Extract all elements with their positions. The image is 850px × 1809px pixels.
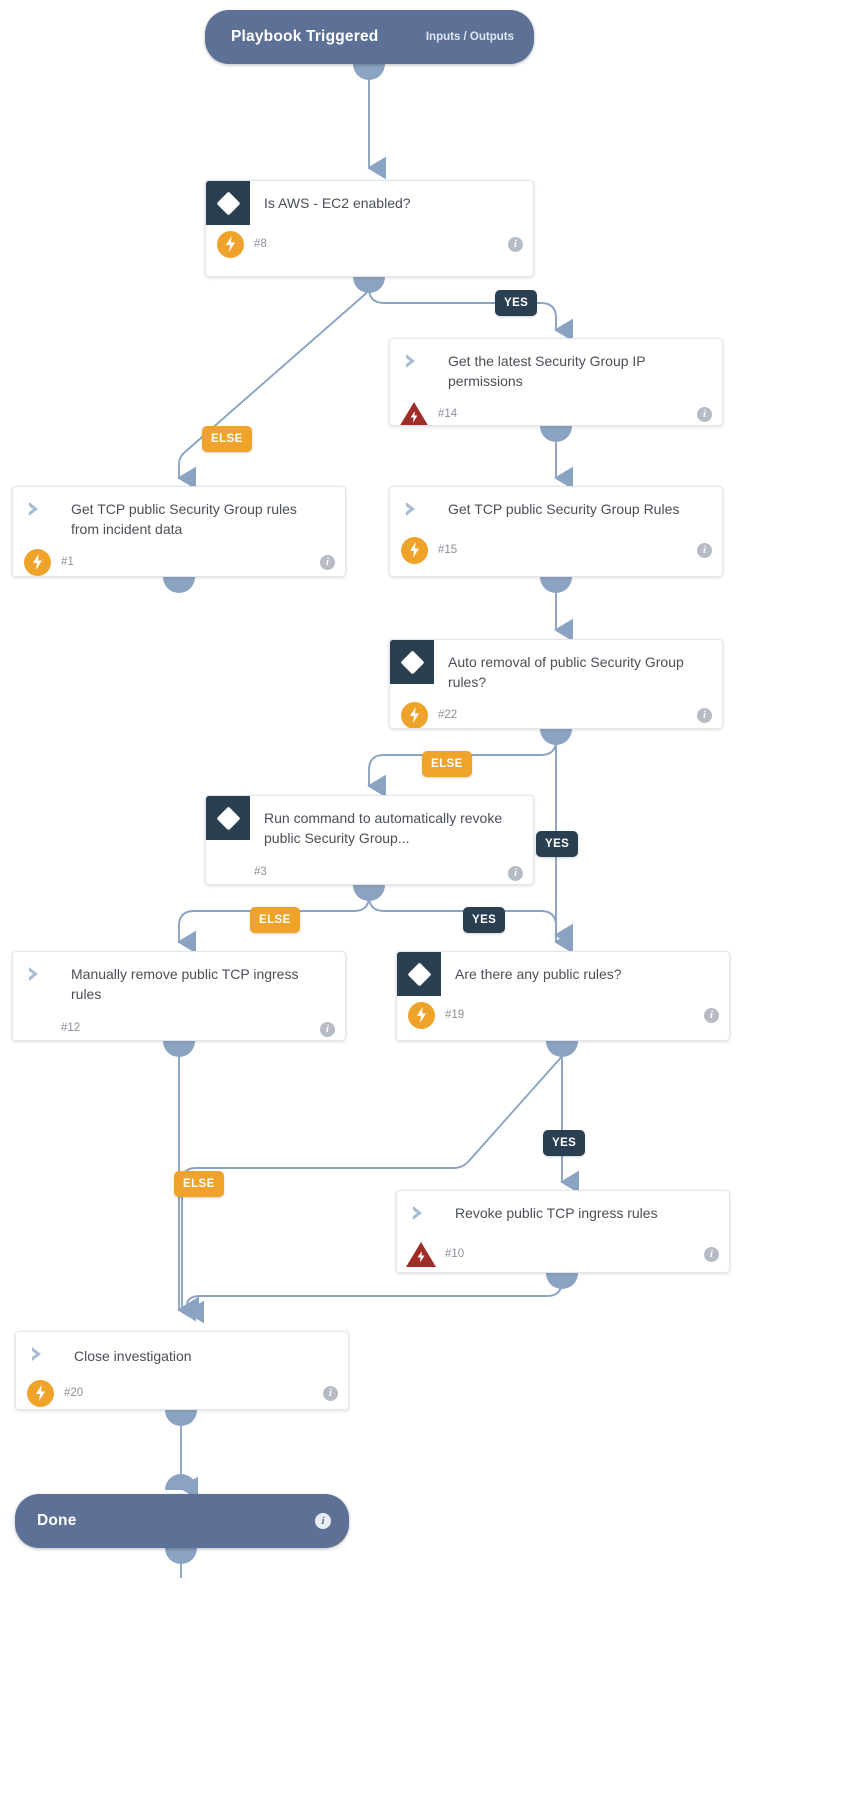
info-icon[interactable]: i [320,555,335,570]
task-chevron-icon [13,952,57,996]
node-close-investigation[interactable]: Close investigation #20 i [15,1331,349,1410]
bolt-circle-icon [16,1379,64,1407]
end-node-title: Done [37,1512,77,1529]
node-is-aws-ec2-enabled[interactable]: Is AWS - EC2 enabled? #8 i [205,180,534,277]
node-get-latest-security-group-ip-permissions[interactable]: Get the latest Security Group IP permiss… [389,338,723,426]
node-number: #1 [61,556,74,568]
edge-label-yes-1[interactable]: YES [495,290,538,316]
condition-icon [390,640,434,684]
info-icon[interactable]: i [508,237,523,252]
task-chevron-icon [13,487,57,531]
node-title: Get TCP public Security Group Rules [448,501,680,517]
bolt-circle-icon [397,1001,445,1029]
node-number: #19 [445,1009,465,1021]
node-auto-removal-of-public-sg-rules[interactable]: Auto removal of public Security Group ru… [389,639,723,729]
bolt-triangle-icon [397,1241,445,1267]
task-chevron-icon [390,339,434,383]
node-title: Get the latest Security Group IP permiss… [448,353,646,389]
node-manually-remove-public-tcp-ingress[interactable]: Manually remove public TCP ingress rules… [12,951,346,1041]
edge-label-yes-4[interactable]: YES [543,1130,586,1156]
node-title: Are there any public rules? [455,966,622,982]
info-icon[interactable]: i [323,1386,338,1401]
start-node[interactable]: Playbook Triggered Inputs / Outputs [205,10,534,64]
node-title: Revoke public TCP ingress rules [455,1205,658,1221]
task-chevron-icon [397,1191,441,1235]
info-icon[interactable]: i [697,708,712,723]
node-get-tcp-public-sg-rules[interactable]: Get TCP public Security Group Rules #15 … [389,486,723,577]
end-node[interactable]: Done i [15,1494,349,1548]
info-icon[interactable]: i [704,1008,719,1023]
node-title: Close investigation [74,1348,192,1364]
node-number: #22 [438,709,458,721]
bolt-circle-icon [390,701,438,728]
info-icon[interactable]: i [697,543,712,558]
bolt-circle-icon [13,548,61,576]
edge-label-yes-3[interactable]: YES [463,907,506,933]
node-number: #12 [61,1022,81,1034]
info-icon[interactable]: i [320,1022,335,1037]
node-are-there-any-public-rules[interactable]: Are there any public rules? #19 i [396,951,730,1041]
node-title: Run command to automatically revoke publ… [264,810,503,846]
bolt-circle-icon [390,536,438,564]
node-number: #20 [64,1387,84,1399]
end-node-info[interactable]: i [315,1513,331,1529]
node-number: #8 [254,238,267,250]
node-number: #15 [438,544,458,556]
edge-label-else-2[interactable]: ELSE [422,751,472,777]
bolt-triangle-icon [390,401,438,425]
node-number: #10 [445,1248,465,1260]
start-node-inputs-outputs[interactable]: Inputs / Outputs [425,31,514,43]
task-chevron-icon [16,1332,60,1376]
node-title: Is AWS - EC2 enabled? [264,195,411,211]
bolt-circle-icon [206,230,254,258]
node-number: #3 [254,866,267,878]
edge-label-else-3[interactable]: ELSE [250,907,300,933]
node-title: Get TCP public Security Group rules from… [71,501,297,537]
task-chevron-icon [390,487,434,531]
edge-label-else-1[interactable]: ELSE [202,426,252,452]
node-run-command-auto-revoke-public-sg[interactable]: Run command to automatically revoke publ… [205,795,534,885]
condition-icon [397,952,441,996]
info-icon[interactable]: i [704,1247,719,1262]
node-title: Auto removal of public Security Group ru… [448,654,684,690]
condition-icon [206,796,250,840]
node-revoke-public-tcp-ingress-rules[interactable]: Revoke public TCP ingress rules #10 i [396,1190,730,1273]
node-title: Manually remove public TCP ingress rules [71,966,299,1002]
start-node-title: Playbook Triggered [231,28,379,45]
info-icon[interactable]: i [697,407,712,422]
node-number: #14 [438,408,458,420]
info-icon[interactable]: i [508,866,523,881]
edge-label-yes-2[interactable]: YES [536,831,579,857]
node-get-tcp-public-sg-rules-from-incident[interactable]: Get TCP public Security Group rules from… [12,486,346,577]
condition-icon [206,181,250,225]
edge-label-else-4[interactable]: ELSE [174,1171,224,1197]
